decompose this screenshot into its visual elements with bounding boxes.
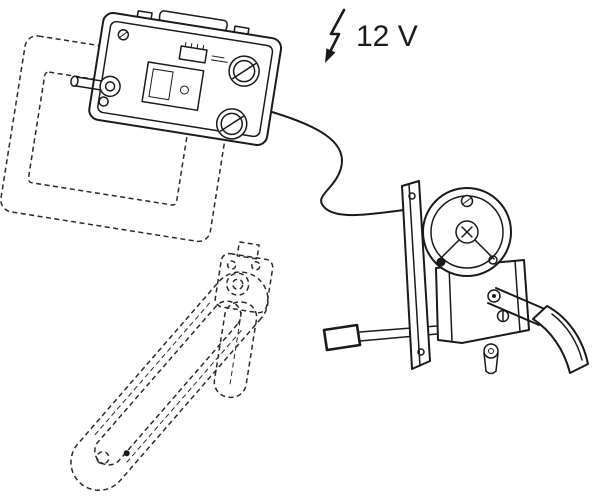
wall-bracket xyxy=(214,241,274,314)
pivot-pin-left xyxy=(436,257,446,267)
bottom-pin-tip xyxy=(485,370,497,375)
connector-pin xyxy=(202,44,205,50)
adjustment-knob-bottom-ring xyxy=(220,112,243,136)
arm-end-cap xyxy=(96,450,110,465)
hinge-inner xyxy=(231,278,244,290)
connector-pin xyxy=(196,44,199,50)
knob-slot xyxy=(232,63,257,80)
bracket-bolt-right xyxy=(251,261,261,271)
bottom-pin-side xyxy=(483,352,487,372)
hinge-outer xyxy=(225,272,250,296)
arm-outer-outline xyxy=(70,271,269,491)
bracket-edge-left xyxy=(448,265,453,342)
mounting-plate xyxy=(401,180,431,370)
actuator-paddle xyxy=(532,305,589,374)
lever-link-bottom xyxy=(487,302,540,326)
arm-tube-line-top xyxy=(124,330,242,466)
service-hole xyxy=(179,85,189,95)
axle-top-edge xyxy=(74,76,103,82)
slider-center-line xyxy=(229,312,242,388)
axle-bottom-edge xyxy=(72,84,102,91)
plate-face xyxy=(97,20,274,138)
axle-flange xyxy=(99,75,121,98)
actuator-unit xyxy=(322,180,589,375)
bottom-pin-side xyxy=(495,352,499,372)
paddle-inner-curve xyxy=(551,313,583,361)
screw-slot xyxy=(118,31,128,39)
mounting-plate-edge xyxy=(408,183,421,367)
lever-pivot-dot xyxy=(492,294,496,298)
screw-slot xyxy=(462,197,472,205)
mounting-hole-top xyxy=(408,192,416,200)
arm-loop xyxy=(70,271,269,491)
service-opening xyxy=(141,61,205,112)
cable xyxy=(271,111,405,217)
mounting-hole-bottom xyxy=(417,348,425,356)
arm-slider xyxy=(213,301,258,399)
pivot-pin-right xyxy=(488,255,498,265)
plate-screw-bottom xyxy=(98,96,109,107)
bottom-pin-center xyxy=(488,348,494,354)
axle-hub xyxy=(104,81,116,92)
control-unit xyxy=(70,10,283,146)
lever-link-top xyxy=(495,287,548,311)
lightning-arrowhead-icon xyxy=(325,48,336,63)
gear-bracket xyxy=(435,259,530,344)
connector-block xyxy=(178,45,208,64)
service-insert xyxy=(148,68,174,101)
axle-end-cap xyxy=(70,75,79,87)
bracket-bolt-left xyxy=(226,260,237,270)
cable-connector xyxy=(322,323,362,352)
slider-outline xyxy=(213,301,258,399)
print-mark xyxy=(210,59,228,63)
lightning-bolt-icon xyxy=(329,8,346,52)
arm-inner-outline xyxy=(94,300,242,466)
support-arm xyxy=(70,241,274,491)
hub-screw-cross xyxy=(461,226,473,238)
power-indicator: 12 V xyxy=(325,8,418,63)
arm-end-dot xyxy=(123,450,130,457)
connector-pin xyxy=(190,43,193,49)
bracket-upper-tab xyxy=(236,241,260,260)
print-mark xyxy=(211,55,225,59)
bottom-pin-head xyxy=(483,343,499,359)
connector-pin xyxy=(184,42,187,48)
arm-tube-line-bottom xyxy=(92,302,211,438)
voltage-label: 12 V xyxy=(356,20,418,53)
adjustment-knob-top-ring xyxy=(232,59,256,83)
knob-slot xyxy=(219,115,244,132)
bracket-body xyxy=(214,252,274,314)
